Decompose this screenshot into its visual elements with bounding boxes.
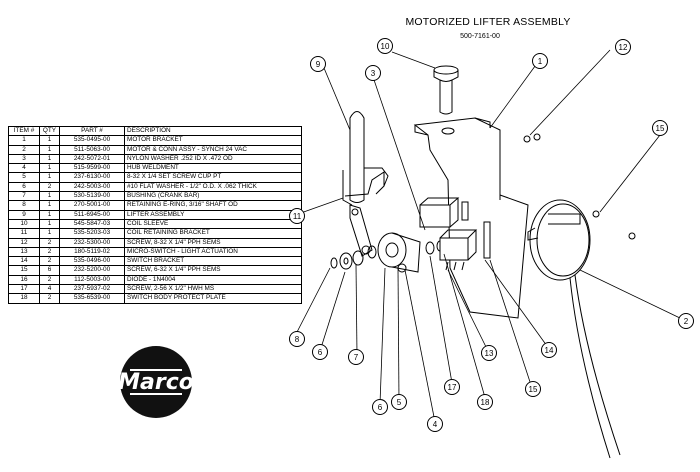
callout-bubble <box>377 38 393 54</box>
callout-bubble <box>391 394 407 410</box>
callout-bubble <box>427 416 443 432</box>
callout-label: 17 <box>448 383 457 392</box>
callout-bubble <box>312 344 328 360</box>
leader-lines <box>295 49 683 423</box>
motor-bracket <box>413 117 529 319</box>
callout-label: 5 <box>397 398 402 407</box>
assembly-part-number: 500-7161-00 <box>460 33 500 40</box>
description: MICRO-SWITCH - LIGHT ACTUATION <box>124 246 302 258</box>
callout-label: 6 <box>378 403 383 412</box>
callout-bubble <box>615 39 631 55</box>
bracket-screws <box>523 133 541 143</box>
callout-label: 14 <box>545 346 554 355</box>
lifter-assembly <box>342 111 389 206</box>
callout-label: 2 <box>684 317 689 326</box>
callout-label: 15 <box>656 124 665 133</box>
description: NYLON WASHER .252 ID X .472 OD <box>124 153 302 165</box>
diagram-title: MOTORIZED LIFTER ASSEMBLY <box>405 16 571 28</box>
callout-bubble <box>444 379 460 395</box>
callout-bubble <box>372 399 388 415</box>
description: SWITCH BODY PROTECT PLATE <box>124 293 302 304</box>
callout-label: 9 <box>316 60 321 69</box>
callout-label: 7 <box>354 353 359 362</box>
callout-bubble <box>652 120 668 136</box>
callout-label: 1 <box>538 57 543 66</box>
callout-bubble <box>289 331 305 347</box>
callout-bubble <box>525 381 541 397</box>
callout-bubble <box>289 208 305 224</box>
callout-bubble <box>477 394 493 410</box>
crank-bar <box>349 204 373 257</box>
motor <box>527 199 636 459</box>
coil-sleeve <box>433 65 459 115</box>
callout-label: 12 <box>619 43 628 52</box>
callout-bubble <box>481 345 497 361</box>
marco-logo: Marco <box>118 346 194 418</box>
logo-text: Marco <box>118 370 194 395</box>
callout-label: 10 <box>381 42 390 51</box>
callout-label: 8 <box>295 335 300 344</box>
callout-bubble <box>310 56 326 72</box>
hub-weldment <box>377 232 421 273</box>
callout-label: 15 <box>529 385 538 394</box>
description: 8-32 X 1/4 SET SCREW CUP PT <box>124 172 302 183</box>
item-callouts: 10 12 1 9 3 15 11 2 8 6 7 13 14 15 17 18 6 5 4 <box>289 38 694 432</box>
callout-bubble <box>532 53 548 69</box>
callout-bubble <box>365 65 381 81</box>
washer-stack <box>330 240 444 270</box>
callout-label: 6 <box>318 348 323 357</box>
description: RETAINING E-RING, 3/16" SHAFT OD <box>124 200 302 211</box>
description: #10 FLAT WASHER - 1/2" O.D. X .062 THICK <box>124 181 302 193</box>
callout-label: 4 <box>433 420 438 429</box>
callout-bubble <box>678 313 694 329</box>
callout-label: 18 <box>481 398 490 407</box>
micro-switch-lower <box>439 221 491 271</box>
description: MOTOR & CONN ASSY - SYNCH 24 VAC <box>124 144 302 155</box>
callout-label: 3 <box>371 69 376 78</box>
description: SCREW, 8-32 X 1/4" PPH SEMS <box>124 237 302 248</box>
callout-label: 13 <box>485 349 494 358</box>
description: SCREW, 6-32 X 1/4" PPH SEMS <box>124 265 302 276</box>
callout-bubble <box>348 349 364 365</box>
callout-bubble <box>541 342 557 358</box>
description: SCREW, 2-56 X 1/2" HWH MS <box>124 284 302 295</box>
micro-switch-upper <box>419 197 469 228</box>
callout-label: 11 <box>293 212 302 221</box>
